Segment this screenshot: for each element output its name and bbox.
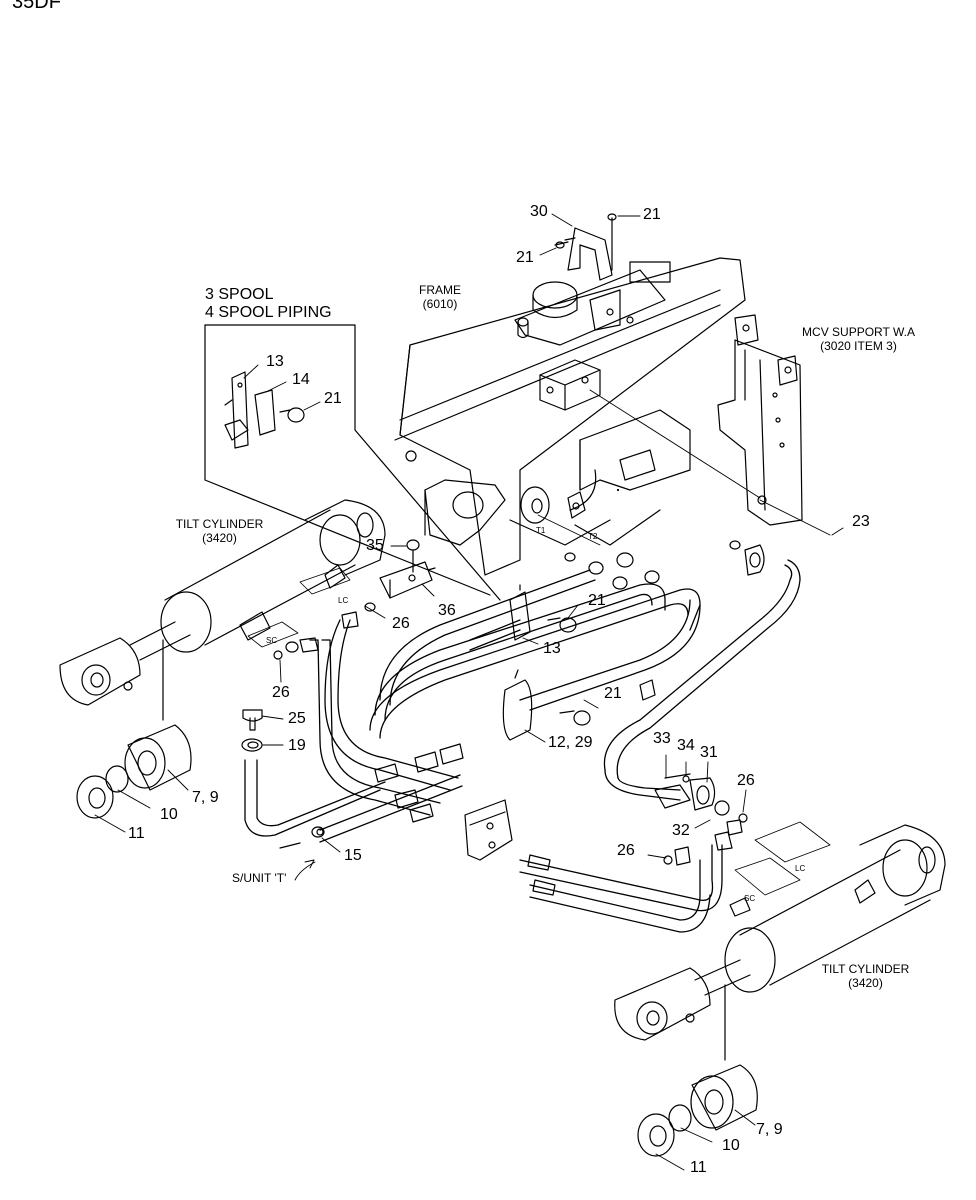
callout-13: 13 [266, 353, 284, 370]
callout-21: 21 [604, 685, 622, 702]
callout-26: 26 [272, 684, 290, 701]
callout-26: 26 [737, 772, 755, 789]
frame-caption-ref: (6010) [422, 297, 458, 311]
callout-31: 31 [700, 744, 718, 761]
bracket-30 [554, 213, 617, 281]
port-tag-t1: T1 [536, 526, 546, 535]
port-tag-sc-right: SC [744, 894, 756, 903]
callout-21: 21 [588, 592, 606, 609]
callout-11: 11 [690, 1159, 707, 1176]
callout-36: 36 [438, 602, 456, 619]
callout-21: 21 [324, 390, 342, 407]
fittings [241, 479, 765, 896]
port-tag-sc-left: SC [266, 636, 278, 645]
port-tag-lc-right: LC [795, 864, 806, 873]
frame-caption-name: FRAME [419, 283, 461, 297]
port-tag-leaders [247, 514, 831, 896]
tilt-cylinder-right-caption-name: TILT CYLINDER [821, 962, 910, 976]
callout-10: 10 [722, 1137, 740, 1154]
hose-routing [244, 559, 801, 933]
callout-32: 32 [672, 822, 690, 839]
callout-30: 30 [530, 203, 548, 220]
callout-14: 14 [292, 371, 310, 388]
callout-23: 23 [852, 513, 870, 530]
callout-21: 21 [516, 249, 534, 266]
tilt-cylinder-left-caption-name: TILT CYLINDER [175, 517, 264, 531]
mcv-support-caption-ref: (3020 ITEM 3) [820, 339, 897, 353]
callout-15: 15 [344, 847, 362, 864]
callout-35: 35 [366, 537, 384, 554]
callout-19: 19 [288, 737, 306, 754]
inset-title-line2: 4 SPOOL PIPING [205, 304, 332, 321]
callout-26: 26 [617, 842, 635, 859]
model-label: 35DF [12, 0, 61, 13]
tilt-cylinder-right [614, 824, 946, 1061]
callout-12-29: 12, 29 [548, 734, 593, 751]
callout-26: 26 [392, 615, 410, 632]
callout-7-9: 7, 9 [192, 789, 219, 806]
inset-title-line1: 3 SPOOL [205, 286, 274, 303]
mcv-support-caption-name: MCV SUPPORT W.A [802, 325, 915, 339]
sunit-caption: S/UNIT 'T' [232, 871, 287, 885]
port-tag-t2: T2 [588, 532, 598, 541]
tilt-cylinder-left-caption-ref: (3420) [202, 531, 237, 545]
frame-body [394, 257, 746, 576]
bushing-set-left [76, 724, 192, 819]
callout-21: 21 [643, 206, 661, 223]
callout-34: 34 [677, 737, 695, 754]
callout-10: 10 [160, 806, 178, 823]
tilt-cylinder-right-caption-ref: (3420) [848, 976, 883, 990]
callout-11: 11 [128, 825, 145, 842]
callout-7-9: 7, 9 [756, 1121, 783, 1138]
callout-13: 13 [543, 640, 561, 657]
callout-25: 25 [288, 710, 306, 727]
port-tag-lc-left: LC [338, 596, 349, 605]
tilt-cylinder-left [59, 499, 386, 721]
mcv-support [717, 314, 803, 526]
bushing-set-right [637, 1064, 758, 1157]
callout-33: 33 [653, 730, 671, 747]
callout-leaders [94, 213, 844, 1171]
